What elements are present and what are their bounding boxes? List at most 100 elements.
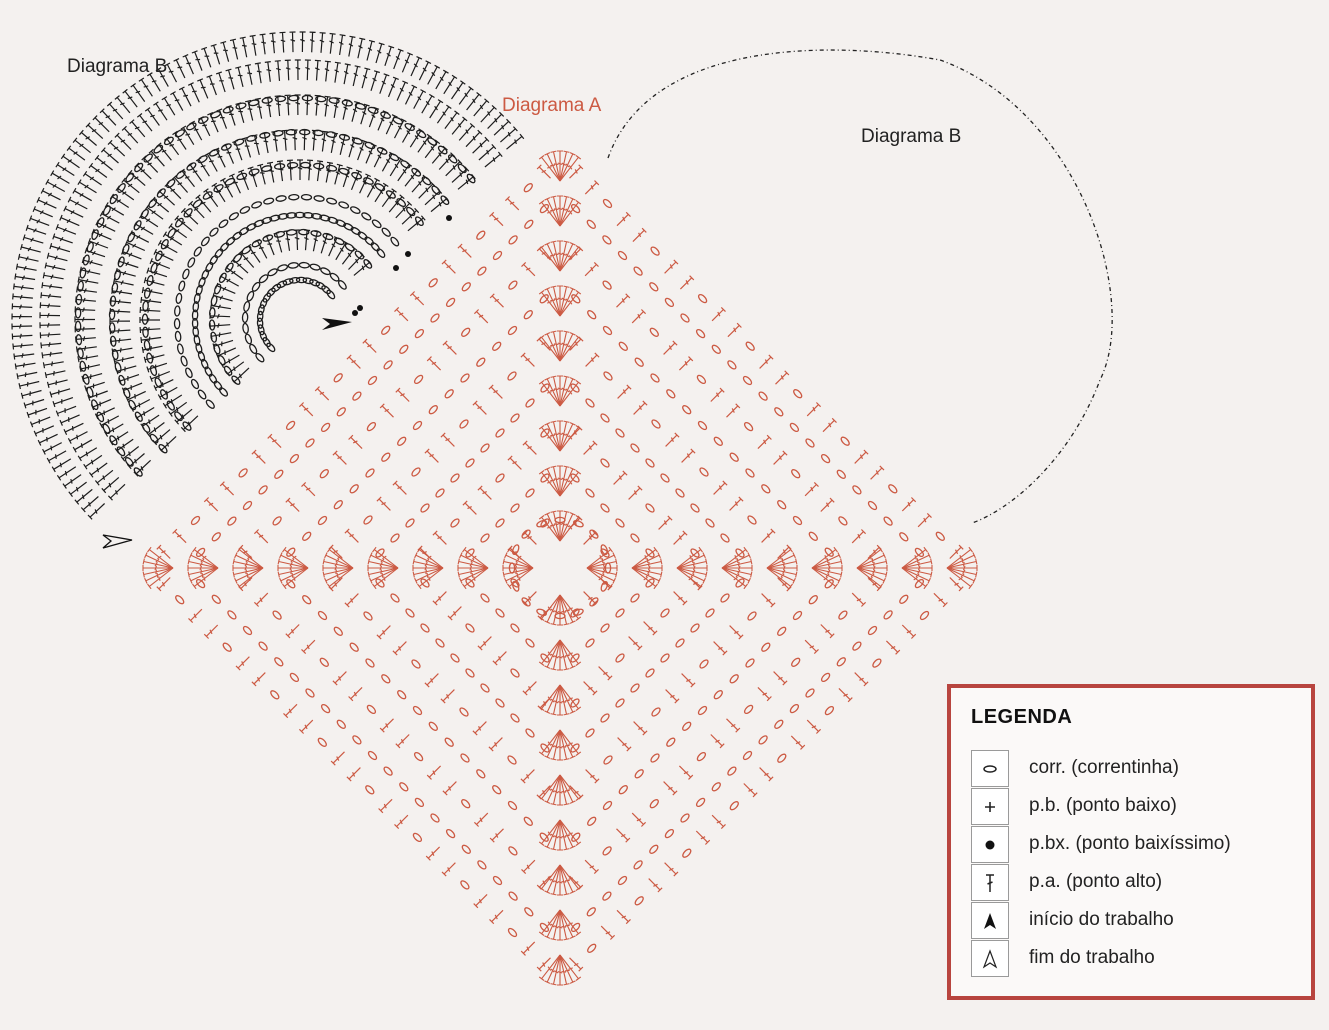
tall-stitch-mark (629, 637, 643, 651)
chain-mark (289, 672, 300, 683)
tall-stitch-mark (180, 169, 195, 187)
chain-mark (630, 683, 641, 694)
chain-mark (405, 608, 416, 619)
tall-stitch-mark (560, 730, 576, 758)
chain-mark (287, 162, 297, 168)
chain-mark (664, 297, 675, 308)
chain-mark (838, 610, 849, 621)
chain-mark (570, 203, 581, 214)
tall-stitch-mark (947, 568, 975, 584)
chain-mark (431, 185, 442, 196)
diagram-b-half-circle (12, 32, 524, 519)
tall-stitch-mark (807, 720, 820, 733)
tall-stitch-mark (140, 213, 158, 227)
chain-mark (283, 278, 294, 286)
chain-mark (122, 387, 131, 398)
chain-mark (192, 198, 203, 209)
chain-mark (383, 766, 394, 777)
tall-stitch-mark (411, 57, 422, 76)
chain-mark (495, 608, 506, 619)
chain-mark (301, 594, 312, 605)
chain-mark (690, 623, 701, 634)
chain-mark (233, 138, 244, 146)
tall-stitch-mark (295, 95, 301, 115)
chain-mark (412, 705, 423, 716)
tall-stitch-mark (240, 37, 247, 57)
tall-stitch-mark (163, 232, 182, 245)
tall-stitch-mark (236, 657, 249, 670)
tall-stitch-mark (551, 241, 561, 271)
tall-stitch-mark (349, 687, 363, 700)
chain-mark (507, 325, 518, 336)
chain-mark (269, 689, 280, 700)
chain-mark (776, 753, 787, 764)
tall-stitch-mark (67, 146, 85, 160)
tall-stitch-mark (271, 131, 277, 151)
tall-stitch-mark (42, 282, 62, 288)
tall-stitch-mark (918, 513, 931, 526)
chain-mark (102, 205, 111, 216)
tall-stitch-mark (380, 404, 393, 417)
dot-icon (971, 826, 1009, 863)
tall-stitch-mark (665, 260, 678, 273)
chain-mark (475, 230, 486, 241)
tall-stitch-mark (82, 257, 102, 265)
tall-stitch-mark (56, 224, 76, 234)
tall-stitch-mark (211, 44, 220, 64)
chain-mark (586, 309, 597, 320)
tall-stitch-mark (760, 768, 774, 782)
tall-stitch-mark (13, 344, 33, 350)
chain-mark (249, 168, 260, 176)
chain-mark (242, 625, 253, 636)
chain-mark (380, 452, 391, 463)
tall-stitch-mark (408, 216, 425, 231)
tall-stitch-mark (545, 423, 561, 451)
tall-stitch-mark (226, 69, 234, 89)
chain-mark (634, 895, 645, 906)
tall-stitch-mark (345, 594, 359, 608)
tall-stitch-mark (427, 357, 440, 371)
tall-stitch-mark (315, 387, 329, 401)
chain-mark (649, 798, 660, 809)
chain-mark (808, 594, 819, 605)
tall-stitch-mark (560, 595, 570, 625)
tall-stitch-mark (57, 467, 75, 481)
tall-stitch-mark (128, 170, 145, 185)
tall-stitch-mark (136, 408, 155, 421)
tall-stitch-mark (331, 133, 338, 153)
chain-mark (209, 320, 215, 330)
tall-stitch-mark (30, 216, 50, 226)
chain-mark (615, 608, 626, 619)
tall-stitch-mark (441, 433, 455, 447)
tall-stitch-mark (329, 578, 343, 592)
tall-stitch-mark (285, 60, 291, 80)
diagram-b-right-label: Diagrama B (861, 126, 961, 147)
chain-mark (790, 657, 801, 668)
tall-stitch-mark (677, 553, 705, 569)
tall-stitch-mark (458, 568, 488, 578)
tall-stitch-mark (762, 594, 776, 608)
chain-mark (867, 500, 878, 511)
tall-stitch-mark (587, 559, 617, 569)
chain-mark (507, 371, 518, 382)
chain-mark (447, 154, 458, 165)
chain-mark (539, 922, 550, 933)
tall-stitch-mark (141, 415, 159, 429)
chain-mark (617, 875, 628, 886)
chain-mark (491, 341, 502, 352)
tall-stitch-mark (551, 151, 561, 181)
tall-stitch-mark (188, 568, 218, 578)
chain-mark (414, 797, 425, 808)
chain-mark (435, 638, 446, 649)
tall-stitch-mark (252, 450, 265, 463)
chain-mark (681, 848, 692, 859)
chain-mark (354, 250, 365, 261)
tall-stitch-mark (586, 353, 600, 367)
chain-mark (852, 641, 863, 652)
tall-stitch-mark (63, 475, 81, 489)
tall-stitch-mark (189, 609, 202, 622)
chain-mark (265, 342, 276, 353)
chain-mark (200, 236, 210, 247)
chain-mark (883, 516, 894, 527)
chain-mark (258, 273, 269, 284)
